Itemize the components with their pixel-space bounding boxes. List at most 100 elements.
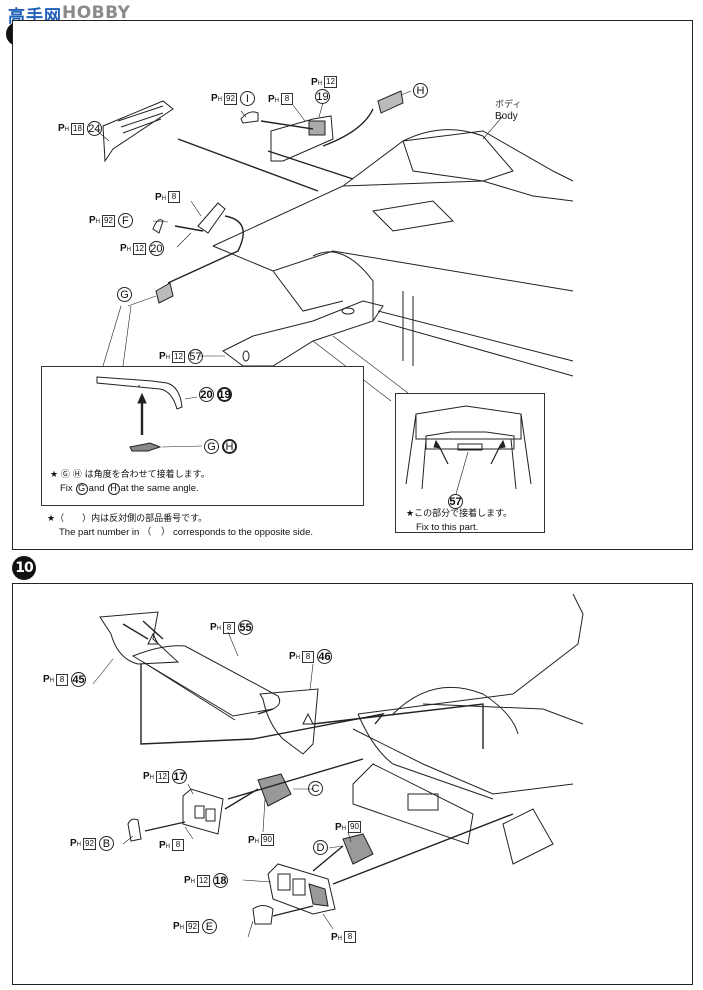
part-F-shape (152, 219, 164, 234)
inset-fix-note: ★この部分で接着します。 Fix to this part. (406, 508, 512, 534)
part-24-shape (102, 100, 174, 163)
rear-view-shape (415, 405, 522, 440)
part-number: B (98, 836, 114, 851)
note-text: at the same angle. (120, 483, 199, 494)
sprue-number: 12 (156, 770, 169, 783)
car-rear-outline (357, 593, 584, 715)
part-H-shape (377, 90, 404, 114)
callout-part-45: PH 8 45 (43, 672, 87, 687)
callout-part-I: PH 92 I (211, 91, 255, 106)
part-number: 19 (315, 89, 330, 104)
sprue-number: 8 (302, 650, 315, 663)
inset-note-jp: ★ Ⓖ Ⓗ は角度を合わせて接着します。 (50, 470, 210, 480)
footnote-en: The part number in （ ） corresponds to th… (59, 527, 313, 538)
part-55-shape (131, 645, 281, 717)
callout-part-24: PH 18 24 (58, 121, 102, 136)
part-number: 17 (171, 769, 187, 784)
part-number: G (117, 287, 132, 302)
footnote-jp: ★（ ）内は反対側の部品番号です。 (47, 514, 208, 524)
callout-part-E: PH 92 E (173, 919, 217, 934)
part-number: 46 (317, 649, 333, 664)
part-I-shape (240, 111, 259, 124)
car-body-outline (212, 130, 574, 247)
stay-shape (96, 376, 183, 410)
callout-part-20: PH 12 20 (120, 241, 164, 256)
note-part: G (75, 482, 88, 495)
part-45-shape (99, 611, 180, 665)
sprue-number: 12 (197, 874, 210, 887)
part-G-detail-shape (129, 442, 162, 452)
callout-part-18-ph8: PH 8 (331, 931, 357, 943)
callout-part-17-ph8: PH 8 (159, 839, 185, 851)
sprue-number: 90 (261, 834, 274, 846)
callout-part-19: 19 (313, 89, 330, 104)
part-number: 45 (71, 672, 87, 687)
runner-label: PH (58, 123, 70, 134)
sprue-number: 8 (168, 191, 181, 203)
sprue-number: 92 (224, 92, 237, 105)
callout-part-D-ph90: PH 90 (335, 821, 361, 833)
inset-callout-G-H: G H (202, 439, 237, 454)
inset-note: ★ Ⓖ Ⓗ は角度を合わせて接着します。 Fix G and H at the … (50, 469, 210, 495)
part-C-shape (257, 773, 292, 807)
note-text: Fix (60, 483, 73, 494)
part-46-shape (259, 688, 319, 755)
part-number: 57 (448, 494, 463, 509)
body-label: ボディ Body (495, 99, 521, 123)
inset-callout-20-19: 20 19 (197, 387, 232, 402)
callout-part-D: D (311, 840, 328, 855)
callout-part-C-ph90: PH 90 (248, 834, 274, 846)
body-label-en: Body (495, 111, 518, 122)
part-number: 18 (212, 873, 228, 888)
sprue-number: 90 (348, 821, 361, 833)
sprue-number: 92 (186, 920, 199, 933)
callout-part-G: G (115, 287, 132, 302)
part-number: 20 (148, 241, 164, 256)
part-17-shape (182, 788, 224, 835)
inset-fix-part: 57 ★この部分で接着します。 Fix to this part. (395, 393, 545, 533)
step-9-drawing (94, 90, 574, 402)
sprue-number: 92 (102, 214, 115, 227)
inset-same-angle-drawing (96, 376, 203, 452)
sprue-number: 12 (133, 242, 146, 255)
sprue-number: 8 (56, 673, 69, 686)
inset-callout-57: 57 (446, 494, 463, 509)
callout-part-C: C (306, 781, 323, 796)
sprue-number: 8 (281, 93, 294, 105)
part-E-shape (252, 905, 274, 925)
callout-part-18: PH 12 18 (184, 873, 228, 888)
sprue-number: 12 (172, 350, 185, 363)
part-number-alt: H (222, 439, 237, 454)
callout-part-57: PH 12 57 (159, 349, 203, 364)
part-number: H (413, 83, 428, 98)
note-part: H (107, 482, 120, 495)
part-number: E (201, 919, 217, 934)
part-number: I (239, 91, 255, 106)
inset-note-en: Fix G and H at the same angle. (50, 482, 210, 495)
part-number: 57 (187, 349, 203, 364)
callout-part-17: PH 12 17 (143, 769, 187, 784)
inset-same-angle: 20 19 G H ★ Ⓖ Ⓗ は角度を合わせて接着します。 Fix G and… (41, 366, 364, 506)
callout-part-F: PH 92 F (89, 213, 133, 228)
footnote: ★（ ）内は反対側の部品番号です。 The part number in （ ）… (47, 513, 313, 539)
step-10-drawing (92, 593, 584, 938)
part-number-alt: 19 (217, 387, 232, 402)
part-number: 24 (86, 121, 102, 136)
callout-part-55: PH 8 55 (210, 620, 254, 635)
part-G-shape (155, 282, 174, 304)
sprue-number: 92 (83, 837, 96, 850)
callout-part-46: PH 8 46 (289, 649, 333, 664)
part-D-shape (342, 833, 374, 865)
step-10-panel: PH 8 45 PH 8 55 PH 8 46 PH 12 17 C PH 92… (12, 583, 693, 985)
part-18-shape (267, 863, 336, 915)
part-number: F (117, 213, 133, 228)
inset-fix-note-jp: ★この部分で接着します。 (406, 509, 513, 519)
sprue-number: 12 (324, 76, 337, 88)
note-text: and (88, 483, 105, 494)
callout-part-H: H (411, 83, 428, 98)
inset-fix-note-en: Fix to this part. (416, 522, 479, 533)
sprue-number: 18 (71, 122, 84, 135)
body-label-jp: ボディ (495, 100, 522, 110)
callout-part-B: PH 92 B (70, 836, 114, 851)
callout-part-19-sprue: PH 12 (311, 76, 337, 88)
